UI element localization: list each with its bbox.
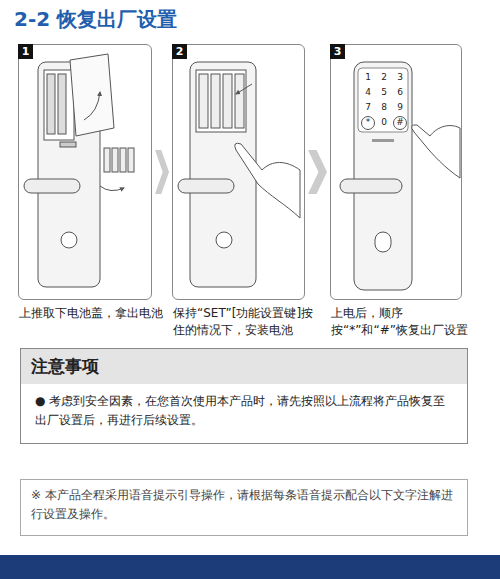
keypad-key: 5 [378,87,390,98]
keypad-key: # [394,117,406,128]
keypad-key: 8 [378,102,390,113]
keypad-key: * [362,117,374,128]
keypad-key: 7 [362,102,374,113]
step-caption: 保持“SET”[功能设置键]按住的情况下，安装电池 [173,305,316,340]
step-number: 1 [18,44,33,59]
step-caption: 上电后，顺序按“*”和“#”恢复出厂设置 [331,305,473,340]
step-caption: 上推取下电池盖，拿出电池 [19,305,163,322]
step-panel: 3上电后，顺序按“*”和“#”恢复出厂设置 [330,44,462,300]
step-panel: 2保持“SET”[功能设置键]按住的情况下，安装电池 [172,44,305,300]
step-chevron [155,150,169,194]
step-chevron [308,150,327,194]
note-box: ※ 本产品全程采用语音提示引导操作，请根据每条语音提示配合以下文字注解进行设置及… [20,479,468,536]
step-number: 3 [330,44,345,59]
step-number: 2 [172,44,187,59]
lock-install-battery [178,62,300,287]
lock-open-cover [24,54,134,287]
notice-text: ● 考虑到安全因素，在您首次使用本产品时，请先按照以上流程将产品恢复至出厂设置后… [21,384,467,438]
keypad-key: 2 [378,72,390,83]
notice-box: 注意事项● 考虑到安全因素，在您首次使用本产品时，请先按照以上流程将产品恢复至出… [20,348,468,444]
footer-band [0,555,500,579]
keypad-key: 6 [394,87,406,98]
notice-heading: 注意事项 [21,349,467,384]
note-text: ※ 本产品全程采用语音提示引导操作，请根据每条语音提示配合以下文字注解进行设置及… [21,480,467,530]
keypad-key: 0 [378,117,390,128]
keypad-key: 3 [394,72,406,83]
keypad-key: 1 [362,72,374,83]
page-title: 2-2 恢复出厂设置 [14,6,177,33]
lock-keypad-front [340,62,460,290]
keypad-key: 9 [394,102,406,113]
step-panel: 1上推取下电池盖，拿出电池 [18,44,152,300]
keypad-key: 4 [362,87,374,98]
